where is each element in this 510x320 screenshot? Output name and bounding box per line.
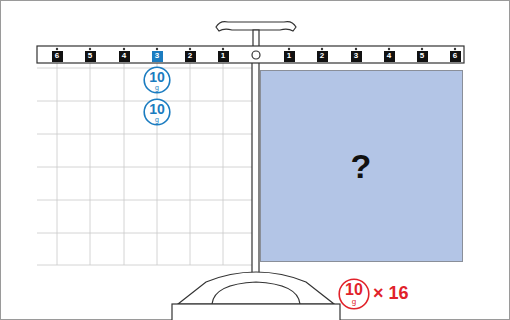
weight-circle: 10g	[143, 98, 171, 126]
grid-line	[37, 167, 252, 168]
position-number: 2	[185, 51, 196, 62]
stand-post	[252, 62, 259, 276]
position-number: 1	[218, 51, 229, 62]
weight-circle: 10g	[143, 66, 171, 94]
grid-line	[223, 63, 224, 265]
grid-line	[37, 233, 252, 234]
position-number: 5	[85, 51, 96, 62]
grid-line	[37, 200, 252, 201]
position-label: 5	[420, 52, 424, 60]
position-number: 1	[284, 51, 295, 62]
base-arch	[212, 282, 300, 304]
position-label: 3	[354, 52, 358, 60]
position-number: 3	[351, 51, 362, 62]
position-number: 4	[384, 51, 395, 62]
mass-unit: g	[155, 116, 159, 123]
mass-unit: g	[352, 298, 356, 306]
weight-circle: 10g	[338, 278, 370, 310]
position-number: 4	[119, 51, 130, 62]
position-label: 2	[320, 52, 324, 60]
position-label: 6	[453, 52, 457, 60]
grid-line	[37, 68, 252, 69]
unknown-mark: ?	[351, 149, 372, 183]
mass-value: 10	[345, 282, 363, 298]
position-label: 4	[122, 52, 126, 60]
stand-base	[178, 272, 334, 304]
mass-value: 10	[149, 102, 165, 116]
position-label: 6	[55, 52, 59, 60]
hanger-stem	[253, 30, 259, 47]
beam	[37, 46, 464, 63]
position-number: 6	[52, 51, 63, 62]
position-number: 6	[450, 51, 461, 62]
grid-line	[37, 101, 252, 102]
grid-line	[124, 63, 125, 265]
position-label: 1	[287, 52, 291, 60]
mass-value: 10	[149, 70, 165, 84]
mass-unit: g	[155, 84, 159, 91]
position-label: 2	[188, 52, 192, 60]
position-label: 5	[88, 52, 92, 60]
position-label: 1	[221, 52, 225, 60]
grid-line	[190, 63, 191, 265]
position-number: 2	[317, 51, 328, 62]
pivot	[252, 51, 260, 59]
position-number: 3	[152, 51, 163, 62]
grid	[37, 63, 252, 265]
position-label: 3	[155, 52, 159, 60]
count-label: × 16	[373, 284, 409, 302]
base-foot	[172, 304, 340, 320]
grid-line	[90, 63, 91, 265]
hidden-area: ?	[260, 70, 463, 262]
grid-line	[57, 63, 58, 265]
grid-line	[37, 265, 252, 266]
position-number: 5	[417, 51, 428, 62]
grid-line	[37, 134, 252, 135]
beam-holes	[56, 48, 456, 50]
position-label: 4	[387, 52, 391, 60]
